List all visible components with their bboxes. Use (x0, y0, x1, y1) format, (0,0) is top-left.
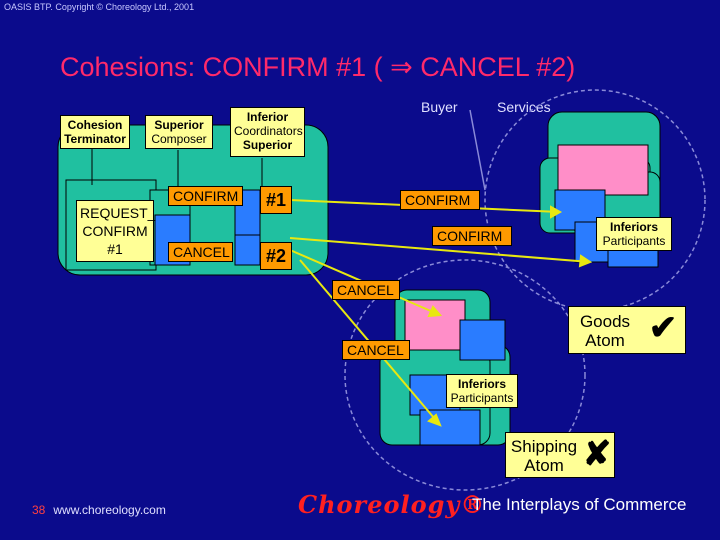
services-bottom-blue-box-1 (459, 319, 506, 361)
services-top-pink-box (557, 144, 649, 196)
inferior-coordinators-label: Inferior Coordinators Superior (230, 107, 305, 157)
services-bottom-pink-box (404, 299, 466, 351)
arrow-confirm-lower-head (578, 254, 593, 268)
inferior-coordinators-line3: Superior (242, 138, 293, 152)
superior-composer-label: Superior Composer (145, 115, 213, 149)
inferiors-participants-top: Inferiors Participants (596, 217, 672, 251)
number-1-tag: #1 (260, 186, 292, 214)
superior-composer-line2: Composer (151, 132, 207, 146)
cancel-tag-left: CANCEL (168, 242, 233, 262)
shipping-atom-box: Shipping Atom ✘ (505, 432, 615, 478)
arrow-cancel-down-head (427, 305, 443, 318)
cohesion-terminator-text: Cohesion Terminator (64, 118, 126, 146)
coordinator-card-2 (234, 234, 261, 266)
arrow-confirm-lower (289, 237, 591, 263)
inferiors-participants-bottom-line2: Participants (450, 391, 514, 405)
goods-atom-text: Goods Atom (579, 312, 631, 350)
confirm-tag-left: CONFIRM (168, 186, 243, 206)
arrow-confirm-right-head (550, 205, 563, 219)
inferiors-participants-bottom-line1: Inferiors (457, 377, 506, 391)
request-confirm-text: REQUEST_ CONFIRM #1 (80, 205, 156, 257)
confirm-tag-mid: CONFIRM (400, 190, 480, 210)
services-bottom-blue-box-3 (419, 409, 481, 446)
buyer-header: Buyer (421, 99, 458, 115)
page-number: 38 (32, 503, 46, 517)
arrow-cancel-long-head (427, 413, 442, 427)
services-dashed-circle-top (484, 89, 706, 311)
copyright-text: OASIS BTP. Copyright © Choreology Ltd., … (4, 2, 195, 12)
inferior-coordinators-line1: Inferior (246, 110, 289, 124)
buyer-header-divider (469, 109, 486, 191)
brand-tagline: The Interplays of Commerce (472, 495, 687, 514)
inferiors-participants-bottom: Inferiors Participants (446, 374, 518, 408)
footer-url-line: 38 www.choreology.com (32, 503, 166, 517)
services-header: Services (497, 99, 551, 115)
cohesion-terminator-label: Cohesion Terminator (60, 115, 130, 149)
check-icon: ✔ (648, 309, 678, 347)
cancel-tag-low: CANCEL (342, 340, 410, 360)
brand-logo: Choreology® (298, 490, 486, 519)
slide-title: Cohesions: CONFIRM #1 ( ⇒ CANCEL #2) (60, 52, 576, 82)
inferiors-participants-top-line1: Inferiors (609, 220, 658, 234)
inferiors-participants-top-line2: Participants (602, 234, 666, 248)
cross-icon: ✘ (582, 435, 612, 473)
request-confirm-box: REQUEST_ CONFIRM #1 (76, 200, 156, 262)
cancel-tag-mid: CANCEL (332, 280, 400, 300)
services-dashed-circle-bottom (344, 259, 586, 491)
footer-url: www.choreology.com (53, 503, 166, 517)
confirm-tag-right: CONFIRM (432, 226, 512, 246)
inferior-coordinators-line2: Coordinators (234, 124, 303, 138)
number-2-tag: #2 (260, 242, 292, 270)
superior-composer-line1: Superior (154, 118, 204, 132)
shipping-atom-text: Shipping Atom (510, 437, 578, 475)
goods-atom-box: Goods Atom ✔ (568, 306, 686, 354)
